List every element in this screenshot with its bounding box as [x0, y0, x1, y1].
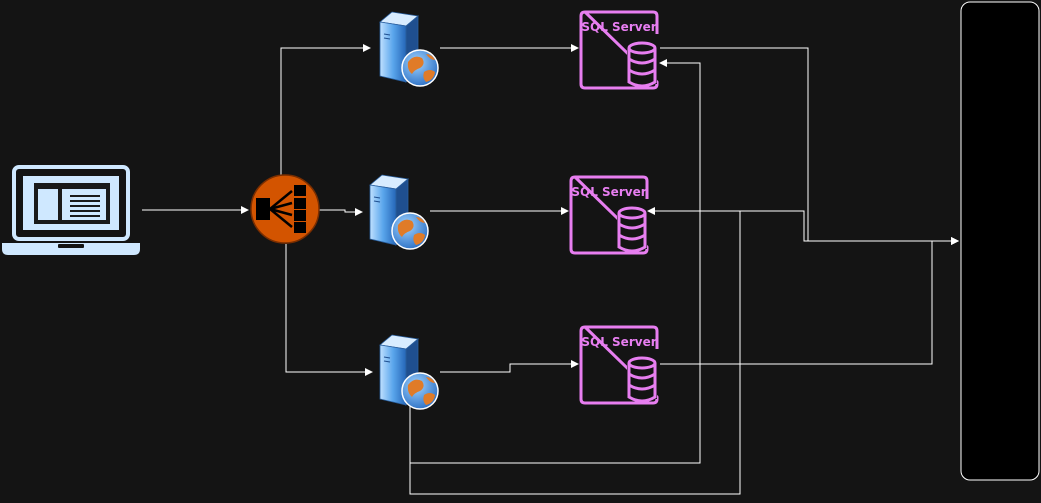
- sql-server-label: SQL Server: [581, 20, 656, 34]
- connector-lb-to-web1: [280, 44, 371, 178]
- web-servers: [369, 11, 439, 410]
- sql-server-node: SQL Server: [579, 10, 659, 90]
- database-icon: [627, 356, 657, 403]
- connector-lb-to-web3: [285, 244, 373, 376]
- web-server-icon: [379, 11, 439, 87]
- web-server-icon: [379, 334, 439, 410]
- sql-server-node: SQL Server: [579, 325, 659, 405]
- target-panel: [960, 1, 1040, 481]
- laptop-icon: [2, 165, 140, 255]
- sql-server-node: SQL Server: [569, 175, 649, 255]
- connectors: [142, 44, 959, 495]
- connector-lb-to-web2: [319, 208, 363, 216]
- web-server-icon: [369, 174, 429, 250]
- load-balancer-icon: [250, 174, 320, 244]
- connector-web3-to-sql3: [440, 360, 579, 373]
- connector-sql2-to-panel: [648, 210, 959, 245]
- connector-sql3-to-panel: [660, 237, 959, 365]
- sql-server-label: SQL Server: [581, 335, 656, 349]
- database-icon: [617, 206, 647, 253]
- database-icon: [627, 41, 657, 88]
- connector-sql1-to-panel: [660, 47, 959, 245]
- sql-server-label: SQL Server: [571, 185, 646, 199]
